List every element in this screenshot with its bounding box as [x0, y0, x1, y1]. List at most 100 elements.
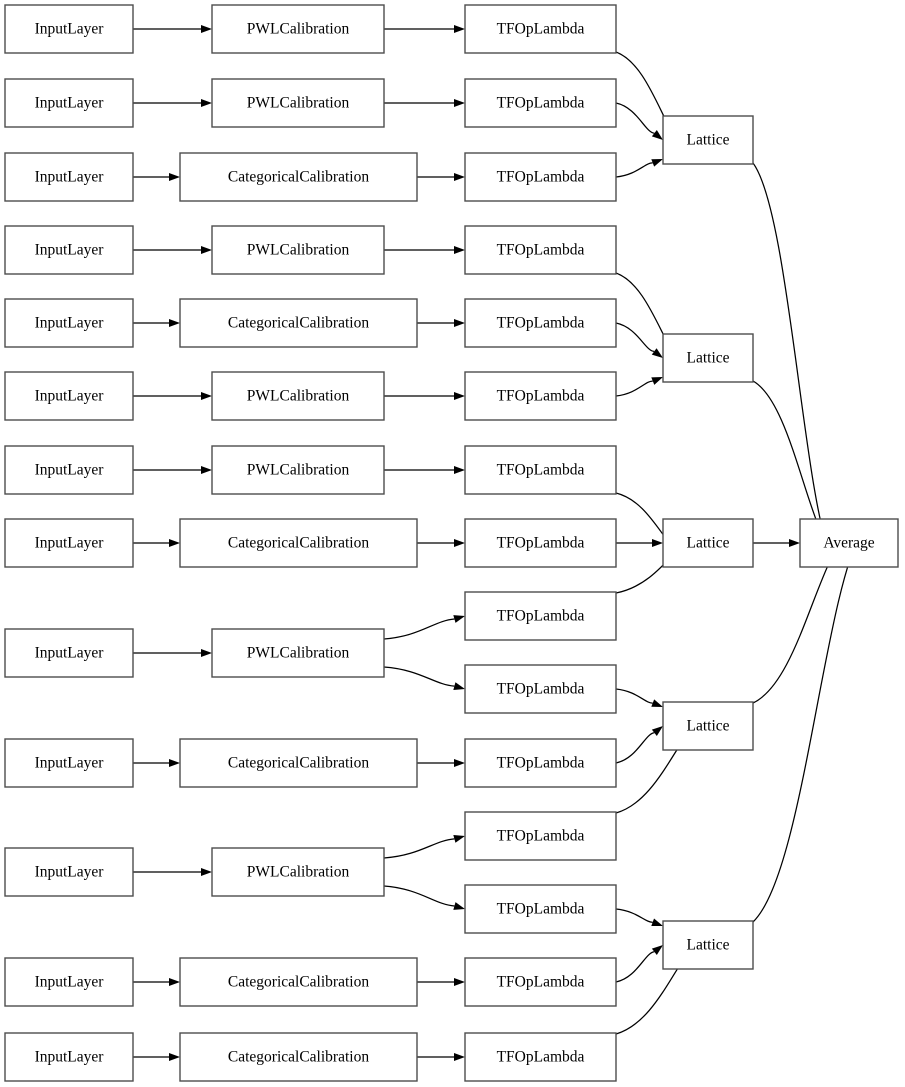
node-box[interactable]	[179, 518, 418, 568]
node-box[interactable]	[179, 1032, 418, 1082]
node-input-layer-in2[interactable]: InputLayer	[4, 78, 134, 128]
node-tfop-lambda-tf2[interactable]: TFOpLambda	[464, 78, 617, 128]
node-box[interactable]	[211, 78, 385, 128]
node-tfop-lambda-tf14[interactable]: TFOpLambda	[464, 957, 617, 1007]
edge-tf14-to-lat5	[615, 945, 663, 983]
node-box[interactable]	[464, 225, 617, 275]
node-pwlcalibration-cal9[interactable]: PWLCalibration	[211, 628, 385, 678]
node-box[interactable]	[211, 847, 385, 897]
node-box[interactable]	[662, 920, 754, 970]
node-box[interactable]	[4, 4, 134, 54]
edge-lat5-to-avg	[752, 519, 867, 923]
node-pwlcalibration-cal7[interactable]: PWLCalibration	[211, 445, 385, 495]
node-box[interactable]	[464, 298, 617, 348]
node-box[interactable]	[464, 664, 617, 714]
node-box[interactable]	[211, 628, 385, 678]
node-pwlcalibration-cal6[interactable]: PWLCalibration	[211, 371, 385, 421]
node-input-layer-in10[interactable]: InputLayer	[4, 738, 134, 788]
node-box[interactable]	[464, 78, 617, 128]
node-box[interactable]	[211, 445, 385, 495]
node-pwlcalibration-cal11[interactable]: PWLCalibration	[211, 847, 385, 897]
node-tfop-lambda-tf4[interactable]: TFOpLambda	[464, 225, 617, 275]
node-box[interactable]	[179, 957, 418, 1007]
node-tfop-lambda-tf1[interactable]: TFOpLambda	[464, 4, 617, 54]
node-lattice-lat4[interactable]: Lattice	[662, 701, 754, 751]
node-tfop-lambda-tf12[interactable]: TFOpLambda	[464, 811, 617, 861]
node-box[interactable]	[464, 445, 617, 495]
node-box[interactable]	[464, 738, 617, 788]
node-box[interactable]	[4, 957, 134, 1007]
node-box[interactable]	[464, 884, 617, 934]
node-lattice-lat1[interactable]: Lattice	[662, 115, 754, 165]
node-box[interactable]	[464, 371, 617, 421]
node-box[interactable]	[179, 298, 418, 348]
node-box[interactable]	[662, 518, 754, 568]
node-categorical-calibration-cal10[interactable]: CategoricalCalibration	[179, 738, 418, 788]
node-tfop-lambda-tf6[interactable]: TFOpLambda	[464, 371, 617, 421]
node-box[interactable]	[211, 371, 385, 421]
node-box[interactable]	[464, 518, 617, 568]
node-box[interactable]	[464, 811, 617, 861]
node-box[interactable]	[464, 1032, 617, 1082]
node-average-avg[interactable]: Average	[799, 518, 899, 568]
node-box[interactable]	[211, 4, 385, 54]
node-input-layer-in4[interactable]: InputLayer	[4, 225, 134, 275]
arrowhead-icon	[652, 539, 663, 547]
node-lattice-lat5[interactable]: Lattice	[662, 920, 754, 970]
node-pwlcalibration-cal1[interactable]: PWLCalibration	[211, 4, 385, 54]
node-input-layer-in7[interactable]: InputLayer	[4, 445, 134, 495]
node-input-layer-in5[interactable]: InputLayer	[4, 298, 134, 348]
node-box[interactable]	[4, 628, 134, 678]
node-pwlcalibration-cal2[interactable]: PWLCalibration	[211, 78, 385, 128]
node-box[interactable]	[4, 738, 134, 788]
node-box[interactable]	[4, 152, 134, 202]
node-input-layer-in9[interactable]: InputLayer	[4, 628, 134, 678]
node-box[interactable]	[4, 371, 134, 421]
node-box[interactable]	[799, 518, 899, 568]
node-box[interactable]	[464, 957, 617, 1007]
node-label: Lattice	[686, 350, 729, 367]
node-box[interactable]	[662, 115, 754, 165]
node-box[interactable]	[662, 333, 754, 383]
arrowhead-icon	[169, 759, 180, 767]
node-tfop-lambda-tf9[interactable]: TFOpLambda	[464, 591, 617, 641]
node-box[interactable]	[179, 152, 418, 202]
node-box[interactable]	[4, 445, 134, 495]
node-input-layer-in11[interactable]: InputLayer	[4, 847, 134, 897]
edge-tf10-to-lat4	[615, 688, 663, 707]
node-box[interactable]	[4, 847, 134, 897]
node-tfop-lambda-tf8[interactable]: TFOpLambda	[464, 518, 617, 568]
node-input-layer-in12[interactable]: InputLayer	[4, 957, 134, 1007]
node-lattice-lat3[interactable]: Lattice	[662, 518, 754, 568]
node-tfop-lambda-tf3[interactable]: TFOpLambda	[464, 152, 617, 202]
node-box[interactable]	[662, 701, 754, 751]
node-box[interactable]	[4, 1032, 134, 1082]
node-tfop-lambda-tf15[interactable]: TFOpLambda	[464, 1032, 617, 1082]
node-tfop-lambda-tf7[interactable]: TFOpLambda	[464, 445, 617, 495]
node-box[interactable]	[179, 738, 418, 788]
node-box[interactable]	[464, 4, 617, 54]
node-tfop-lambda-tf13[interactable]: TFOpLambda	[464, 884, 617, 934]
node-box[interactable]	[211, 225, 385, 275]
node-box[interactable]	[4, 518, 134, 568]
node-input-layer-in6[interactable]: InputLayer	[4, 371, 134, 421]
node-pwlcalibration-cal4[interactable]: PWLCalibration	[211, 225, 385, 275]
node-box[interactable]	[4, 298, 134, 348]
node-lattice-lat2[interactable]: Lattice	[662, 333, 754, 383]
node-tfop-lambda-tf11[interactable]: TFOpLambda	[464, 738, 617, 788]
node-categorical-calibration-cal5[interactable]: CategoricalCalibration	[179, 298, 418, 348]
node-box[interactable]	[4, 225, 134, 275]
node-input-layer-in13[interactable]: InputLayer	[4, 1032, 134, 1082]
node-box[interactable]	[4, 78, 134, 128]
node-input-layer-in3[interactable]: InputLayer	[4, 152, 134, 202]
node-input-layer-in8[interactable]: InputLayer	[4, 518, 134, 568]
node-input-layer-in1[interactable]: InputLayer	[4, 4, 134, 54]
node-box[interactable]	[464, 591, 617, 641]
node-categorical-calibration-cal8[interactable]: CategoricalCalibration	[179, 518, 418, 568]
node-categorical-calibration-cal12[interactable]: CategoricalCalibration	[179, 957, 418, 1007]
node-box[interactable]	[464, 152, 617, 202]
node-tfop-lambda-tf5[interactable]: TFOpLambda	[464, 298, 617, 348]
node-categorical-calibration-cal13[interactable]: CategoricalCalibration	[179, 1032, 418, 1082]
node-categorical-calibration-cal3[interactable]: CategoricalCalibration	[179, 152, 418, 202]
node-tfop-lambda-tf10[interactable]: TFOpLambda	[464, 664, 617, 714]
